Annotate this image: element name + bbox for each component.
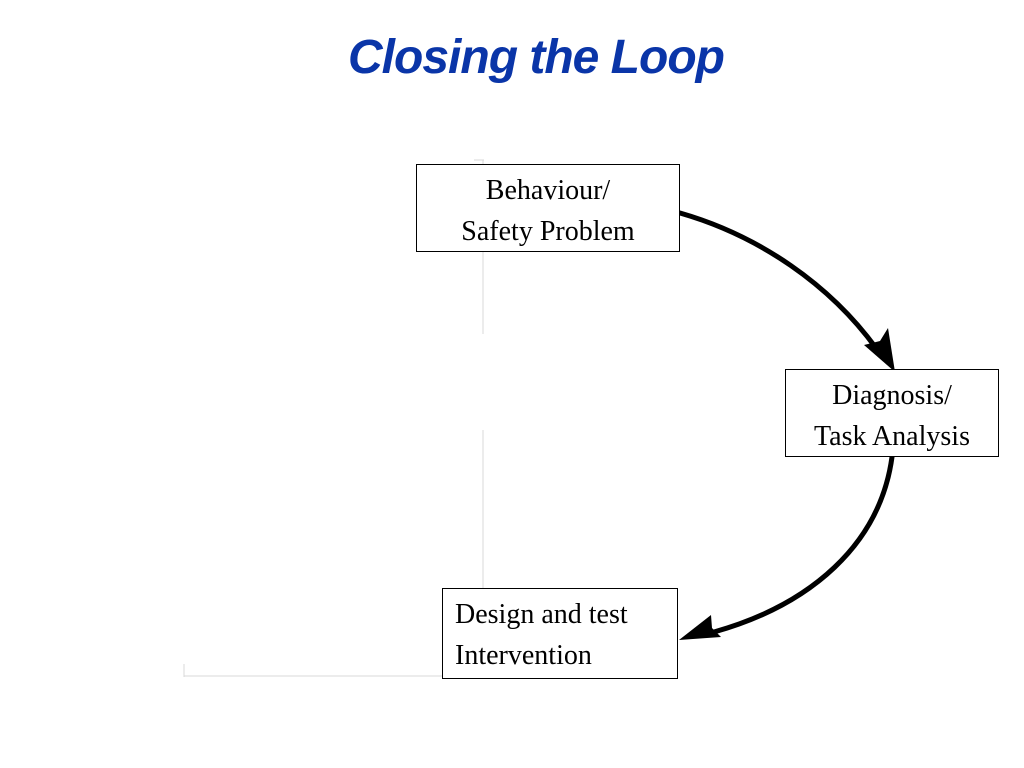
node-design-line2: Intervention [455,640,592,671]
node-design-intervention: Design and test Intervention [442,588,678,679]
arrow-problem-to-diagnosis [677,210,895,372]
node-problem-line1: Behaviour/ [485,175,611,206]
node-behaviour-safety-problem: Behaviour/ Safety Problem [416,164,680,252]
node-diagnosis-line1: Diagnosis/ [832,380,952,411]
node-problem-line2: Safety Problem [461,216,635,247]
node-diagnosis-line2: Task Analysis [814,421,970,452]
slide-title: Closing the Loop [348,31,725,84]
node-diagnosis-task-analysis: Diagnosis/ Task Analysis [785,369,999,457]
node-design-line1: Design and test [455,599,628,630]
arrow-diagnosis-to-design [679,454,895,640]
arrowhead-down [864,328,895,372]
arrowhead-left [679,615,721,640]
